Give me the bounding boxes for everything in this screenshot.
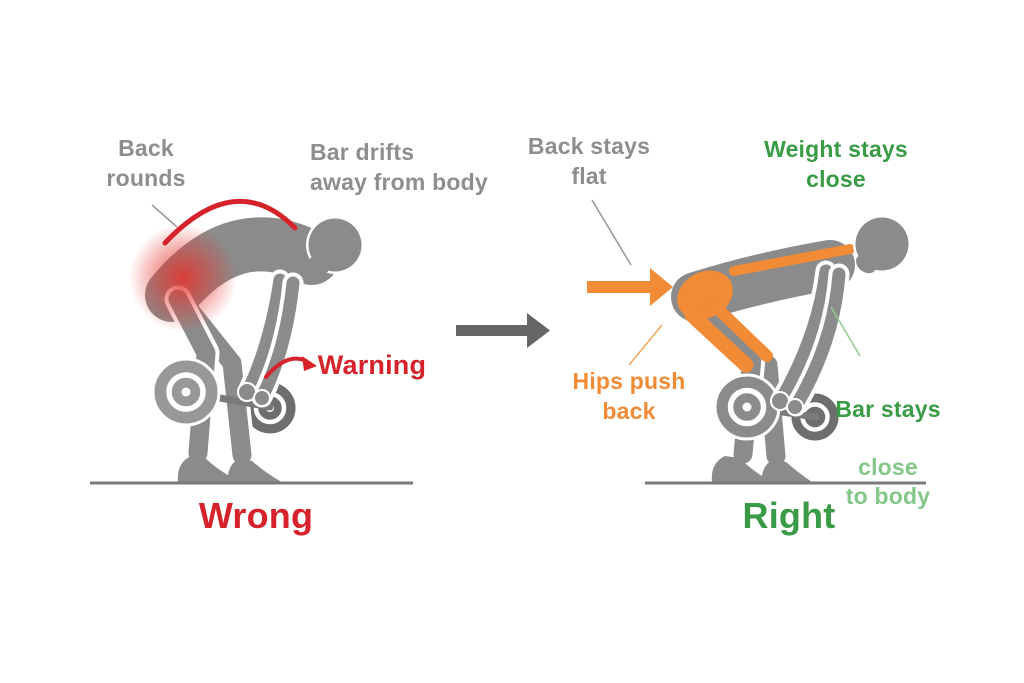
hamstring-highlight: [684, 307, 754, 373]
leader-back-stays: [591, 199, 632, 266]
label-bar-stays-detail: close to body: [845, 454, 931, 509]
label-back-stays-flat: Back stays flat: [527, 133, 651, 189]
head: [853, 215, 911, 274]
front-foot: [177, 456, 238, 483]
near-arm: [241, 273, 287, 398]
label-warning: Warning: [317, 350, 427, 380]
wrong-form-figure: [145, 216, 364, 484]
near-arm: [774, 264, 833, 407]
label-hips-push-back: Hips push back: [572, 368, 686, 424]
label-weight-stays-close: Weight stays close: [764, 136, 908, 192]
thigh-highlight: [710, 301, 773, 362]
head: [306, 216, 364, 275]
rear-foot: [761, 459, 814, 484]
label-bar-stays: Bar stays close to body: [835, 366, 940, 540]
hand: [253, 389, 271, 407]
caption-wrong: Wrong: [198, 495, 314, 536]
hand: [786, 398, 804, 416]
transform-arrow-icon: [456, 313, 550, 348]
lifter-right-silhouette: [671, 215, 911, 484]
barbell-front-plate-icon: [713, 373, 781, 441]
far-arm: [255, 276, 300, 404]
barbell-front-plate-icon: [151, 357, 221, 427]
muscle-highlights: [677, 244, 855, 373]
label-back-rounds: Back rounds: [106, 135, 186, 191]
back-highlight: [729, 244, 855, 276]
rear-foot: [227, 458, 282, 484]
right-form-figure: [671, 215, 911, 484]
caption-right: Right: [742, 495, 836, 536]
front-foot: [711, 456, 770, 483]
label-bar-stays-title: Bar stays: [835, 396, 941, 422]
lifter-wrong-silhouette: [145, 216, 364, 484]
label-bar-drifts: Bar drifts away from body: [310, 139, 488, 195]
far-arm: [789, 267, 846, 413]
